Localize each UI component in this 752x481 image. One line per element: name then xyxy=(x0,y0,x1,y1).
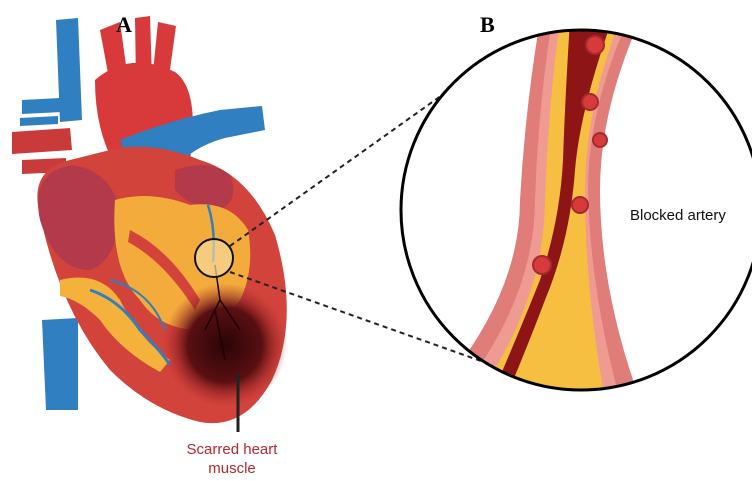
scar-region xyxy=(163,283,287,407)
scarred-muscle-label: Scarred heart muscle xyxy=(162,440,302,478)
heart-illustration-icon xyxy=(12,16,287,423)
scarred-muscle-label-line2: muscle xyxy=(162,459,302,478)
panel-label-b: B xyxy=(480,12,495,38)
panel-label-a: A xyxy=(116,12,132,38)
inferior-vena-cava xyxy=(42,318,78,410)
scarred-muscle-label-line1: Scarred heart xyxy=(162,440,302,459)
blocked-artery-label: Blocked artery xyxy=(630,207,726,224)
blockage-highlight xyxy=(195,239,233,277)
